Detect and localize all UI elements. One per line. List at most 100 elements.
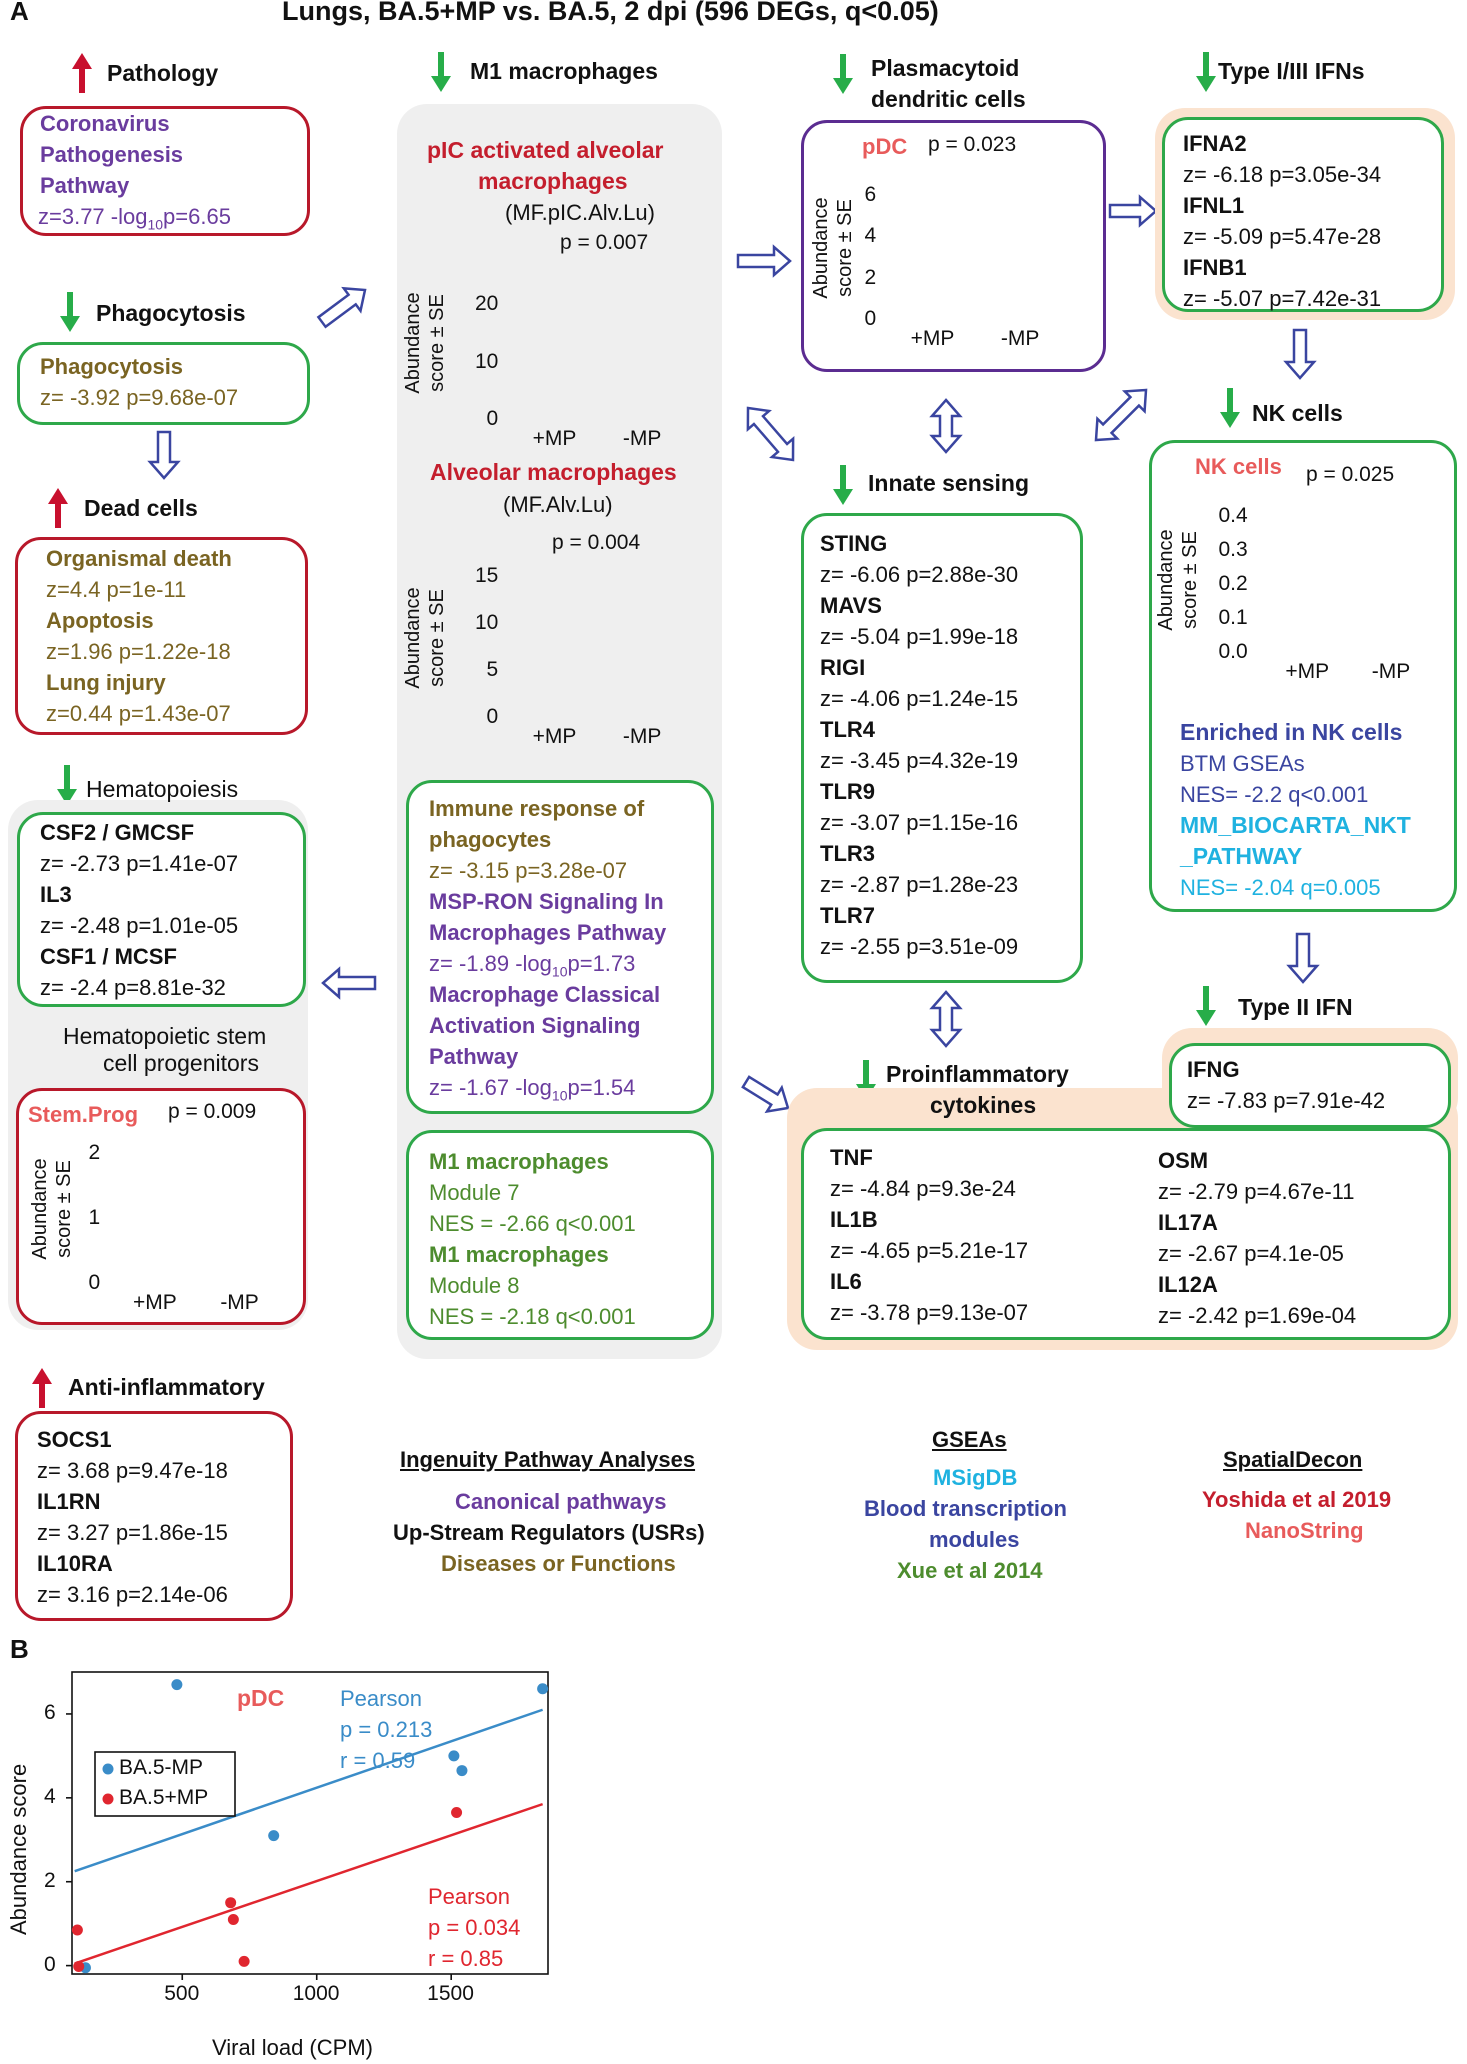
dead-cells-stat-0: z=4.4 p=1e-11 xyxy=(46,577,187,602)
nk-biocarta-1: MM_BIOCARTA_NKT xyxy=(1180,812,1411,838)
innate-down-icon-head xyxy=(833,489,853,505)
legend-label-0: BA.5-MP xyxy=(119,1756,204,1779)
series-1-point xyxy=(238,1955,250,1967)
nk-box xyxy=(1149,440,1457,912)
pdc-plot-xtick-label-1: -MP xyxy=(1000,327,1040,350)
pdc-down-icon-head xyxy=(833,78,853,94)
ifn1-name-2: IFNB1 xyxy=(1183,255,1247,280)
ifn1-stat-1: z= -5.09 p=5.47e-28 xyxy=(1183,224,1382,249)
arrow-pdc-to-ifn1-icon xyxy=(1108,194,1158,228)
legend-sd-yoshida: Yoshida et al 2019 xyxy=(1202,1487,1392,1512)
nk-plot-p-value: p = 0.025 xyxy=(1306,463,1395,486)
innate-name-6: TLR7 xyxy=(820,903,875,928)
phagocytosis-stat: z= -3.92 p=9.68e-07 xyxy=(40,385,239,410)
panel-b-ylabel: Abundance score xyxy=(6,1763,31,1935)
stem-plot-title: Stem.Prog xyxy=(28,1102,139,1127)
immune-1-name-1: Macrophages Pathway xyxy=(429,920,667,945)
cytokines-right-stat-1: z= -2.67 p=4.1e-05 xyxy=(1158,1241,1344,1266)
hematopoiesis-header: Hematopoiesis xyxy=(86,776,239,802)
series-0-point xyxy=(171,1679,183,1691)
nk-btm-stat: NES= -2.2 q<0.001 xyxy=(1180,782,1369,807)
m1-plot2-ytick-label-3: 15 xyxy=(475,563,499,587)
m1-plot1-xtick-label-0: +MP xyxy=(532,427,577,450)
cytokines-left-stat-0: z= -4.84 p=9.3e-24 xyxy=(830,1176,1016,1201)
nk-plot-xtick-label-0: +MP xyxy=(1285,660,1330,683)
arrow-m1-to-hemato-icon xyxy=(321,966,377,1000)
m1-header: M1 macrophages xyxy=(470,58,658,84)
hematopoiesis-name-2: CSF1 / MCSF xyxy=(40,944,177,969)
stem-plot-p-value: p = 0.009 xyxy=(168,1100,257,1123)
innate-stat-4: z= -3.07 p=1.15e-16 xyxy=(820,810,1019,835)
nk-plot-xtick-label-1: -MP xyxy=(1371,660,1411,683)
m1-plot2-ytick-label-2: 10 xyxy=(475,610,499,634)
series-1-point xyxy=(225,1897,237,1909)
scatter-frame xyxy=(71,1671,549,1975)
pdc-header-2: dendritic cells xyxy=(871,86,1026,112)
stem-plot-xtick-label-1: -MP xyxy=(220,1291,259,1314)
dead-cells-name-2: Lung injury xyxy=(46,670,166,695)
nk-header: NK cells xyxy=(1252,400,1343,426)
innate-stat-5: z= -2.87 p=1.28e-23 xyxy=(820,872,1019,897)
blue-stat-1: Pearson xyxy=(340,1686,422,1711)
module-0-sub: Module 7 xyxy=(429,1180,520,1205)
stem-header-2: cell progenitors xyxy=(103,1050,259,1076)
dead-cells-header: Dead cells xyxy=(84,495,198,521)
nk-plot-ytick-label-3: 0.3 xyxy=(1218,538,1248,562)
cytokines-left-name-2: IL6 xyxy=(830,1269,862,1294)
m1-plot1-title-1: pIC activated alveolar xyxy=(427,137,664,163)
immune-1-name-0: MSP-RON Signaling In xyxy=(429,889,664,914)
arrow-pdc-innate-icon xyxy=(929,398,963,454)
pathology-name-3: Pathway xyxy=(40,173,130,198)
stem-plot-ytick-label-2: 2 xyxy=(88,1140,101,1164)
hematopoiesis-box xyxy=(17,812,306,1007)
hematopoiesis-stat-0: z= -2.73 p=1.41e-07 xyxy=(40,851,239,876)
scatter-xtick-label: 1500 xyxy=(427,1982,474,2005)
ifn1-down-icon-head xyxy=(1196,76,1216,92)
innate-name-5: TLR3 xyxy=(820,841,875,866)
module-0-name: M1 macrophages xyxy=(429,1149,609,1174)
immune-2-name-2: Pathway xyxy=(429,1044,519,1069)
series-1-point xyxy=(73,1960,85,1972)
series-1-fit-line xyxy=(74,1802,544,1965)
immune-2-name-1: Activation Signaling xyxy=(429,1013,641,1038)
immune-0-name-0: Immune response of xyxy=(429,796,645,821)
blue-stat-3: r = 0.59 xyxy=(340,1748,416,1773)
arrow-innate-nk-icon xyxy=(1094,388,1148,442)
ifn1-name-1: IFNL1 xyxy=(1183,193,1245,218)
legend-gsea-msigdb: MSigDB xyxy=(933,1465,1018,1490)
anti-box xyxy=(15,1411,293,1621)
pdc-plot-xtick-label-0: +MP xyxy=(910,327,955,350)
nk-plot-ytick-label-2: 0.2 xyxy=(1218,572,1248,596)
cytokines-right-name-1: IL17A xyxy=(1158,1210,1218,1235)
arrow-nk-to-ifn2-icon xyxy=(1286,932,1320,984)
ifn2-name: IFNG xyxy=(1187,1057,1240,1082)
m1-plot2-ytick-label-0: 0 xyxy=(486,705,499,728)
nk-down-icon-head xyxy=(1220,412,1240,428)
figure-title: Lungs, BA.5+MP vs. BA.5, 2 dpi (596 DEGs… xyxy=(282,0,939,26)
dead-cells-name-1: Apoptosis xyxy=(46,608,154,633)
legend-gsea-title: GSEAs xyxy=(932,1427,1007,1452)
cytokines-right-name-0: OSM xyxy=(1158,1148,1209,1173)
legend-sd-nanostring: NanoString xyxy=(1245,1518,1364,1543)
nk-btm: BTM GSEAs xyxy=(1180,751,1305,776)
innate-header: Innate sensing xyxy=(868,470,1030,496)
dead-cells-box xyxy=(15,537,308,735)
stem-header-1: Hematopoietic stem xyxy=(63,1023,267,1049)
m1-plot1-sub: (MF.pIC.Alv.Lu) xyxy=(505,200,655,225)
anti-stat-1: z= 3.27 p=1.86e-15 xyxy=(37,1520,228,1545)
anti-header: Anti-inflammatory xyxy=(68,1374,265,1400)
phagocytosis-name: Phagocytosis xyxy=(40,354,184,379)
pdc-box xyxy=(801,120,1106,372)
m1-plot1-p-value: p = 0.007 xyxy=(560,231,649,254)
anti-stat-2: z= 3.16 p=2.14e-06 xyxy=(37,1582,228,1607)
m1-plot1-ytick-label-2: 20 xyxy=(475,292,499,316)
dead-cells-stat-2: z=0.44 p=1.43e-07 xyxy=(46,701,231,726)
m1-plot1-title-2: macrophages xyxy=(478,168,628,194)
module-0-stat: NES = -2.66 q<0.001 xyxy=(429,1211,636,1236)
anti-name-2: IL10RA xyxy=(37,1551,113,1576)
m1-plot2-title: Alveolar macrophages xyxy=(430,459,677,485)
immune-0-stat: z= -3.15 p=3.28e-07 xyxy=(429,858,628,883)
pdc-plot-ytick-label-0: 0 xyxy=(864,307,877,330)
